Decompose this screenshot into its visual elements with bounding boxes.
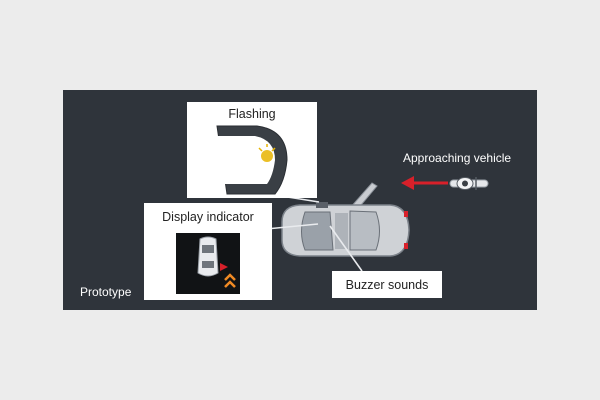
display-indicator-callout: Display indicator [144,203,272,300]
buzzer-sounds-label: Buzzer sounds [332,271,442,298]
mirror-closeup [216,125,288,195]
warning-arrow [401,176,448,190]
flashing-indicator-icon [258,144,276,162]
approaching-vehicle-label: Approaching vehicle [403,151,512,165]
prototype-label: Prototype [80,285,132,299]
screen-car-icon [197,236,236,288]
side-mirror-icon [316,202,328,208]
flashing-callout: Flashing [187,102,317,198]
flashing-label: Flashing [228,107,276,121]
chevrons-up-icon [224,273,236,288]
car-top-view-icon [281,204,410,257]
display-indicator-label: Display indicator [162,210,254,224]
indicator-screen [176,233,240,294]
motorcycle-icon [449,177,489,190]
